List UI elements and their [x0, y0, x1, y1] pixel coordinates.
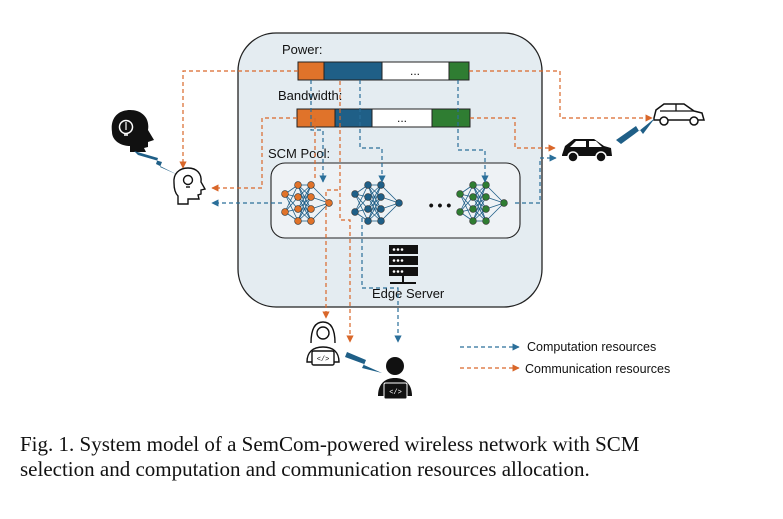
system-model-diagram: ... Power: ... Bandwidth: SCM Pool: • • …	[111, 32, 705, 400]
scm-neuron	[364, 193, 372, 201]
scm-neuron	[294, 217, 302, 225]
caption-line-1: Fig. 1. System model of a SemCom-powered…	[20, 432, 640, 456]
scm-neuron	[395, 199, 403, 207]
scm-connection	[354, 184, 369, 213]
scm-pool-box	[270, 162, 521, 239]
scm-neuron	[469, 205, 477, 213]
scm-connection	[284, 193, 299, 222]
scm-neuron	[281, 190, 289, 198]
scm-neuron	[294, 181, 302, 189]
signal-bolt-icon	[345, 352, 382, 373]
scm-connection	[459, 184, 474, 213]
scm-connection	[485, 184, 505, 204]
scm-neuron	[456, 208, 464, 216]
scm-neuron	[377, 205, 385, 213]
scm-neuron	[469, 217, 477, 225]
scm-connection	[354, 193, 369, 222]
scm-neuron	[281, 208, 289, 216]
signal-bolt-icon	[616, 118, 655, 144]
scm-connection	[284, 184, 299, 213]
scm-connection	[297, 196, 312, 222]
scm-connection	[485, 202, 505, 222]
power-bar-ellipsis: ...	[410, 64, 420, 78]
power-bar	[297, 61, 470, 81]
scm-connection	[297, 184, 312, 210]
developer-outline-icon: </>	[306, 321, 340, 366]
legend: Computation resources Communication reso…	[460, 340, 670, 376]
scm-connection	[459, 193, 474, 222]
scm-model-blue	[351, 181, 403, 225]
scm-neuron	[469, 181, 477, 189]
developer-icon: </>	[378, 357, 412, 400]
car-outline-icon	[653, 103, 705, 126]
scm-neuron	[351, 208, 359, 216]
scm-neuron	[377, 181, 385, 189]
scm-pool-ellipsis: • • •	[429, 197, 452, 213]
scm-connection	[367, 184, 382, 222]
scm-connection	[380, 184, 400, 204]
scm-neuron	[307, 181, 315, 189]
scm-model-orange	[281, 181, 333, 225]
scm-neuron	[482, 217, 490, 225]
scm-pool-label: SCM Pool:	[268, 146, 330, 161]
scm-neuron	[377, 217, 385, 225]
power-label: Power:	[282, 42, 322, 57]
computation-flows	[211, 80, 557, 343]
bandwidth-label: Bandwidth:	[278, 88, 342, 103]
scm-neuron	[307, 193, 315, 201]
scm-neuron	[500, 199, 508, 207]
communication-flows	[179, 70, 653, 343]
scm-neuron	[351, 190, 359, 198]
svg-text:</>: </>	[317, 356, 330, 364]
scm-neuron	[307, 217, 315, 225]
scm-connection	[367, 196, 382, 222]
scm-neuron	[307, 205, 315, 213]
scm-neuron	[456, 190, 464, 198]
scm-neuron	[482, 205, 490, 213]
bandwidth-bar	[296, 108, 471, 128]
scm-connection	[472, 196, 487, 222]
scm-neuron	[364, 205, 372, 213]
scm-connection	[472, 184, 487, 210]
signal-bolt-icon	[134, 151, 178, 175]
scm-neuron	[469, 193, 477, 201]
scm-neuron	[377, 193, 385, 201]
scm-neuron	[294, 205, 302, 213]
user-brain-icon	[173, 167, 207, 205]
scm-connection	[380, 202, 400, 222]
legend-communication-label: Communication resources	[525, 362, 670, 376]
bandwidth-bar-ellipsis: ...	[397, 111, 407, 125]
car-icon	[562, 139, 612, 163]
scm-neuron	[364, 181, 372, 189]
scm-neuron	[482, 193, 490, 201]
server-icon	[389, 245, 418, 284]
scm-connection	[472, 184, 487, 222]
legend-computation-label: Computation resources	[527, 340, 656, 354]
scm-neuron	[364, 217, 372, 225]
edge-server-label: Edge Server	[372, 286, 445, 301]
scm-connection	[367, 184, 382, 210]
figure-caption: Fig. 1. System model of a SemCom-powered…	[20, 432, 780, 482]
scm-neuron	[325, 199, 333, 207]
scm-model-green	[456, 181, 508, 225]
svg-text:</>: </>	[389, 389, 402, 397]
scm-connection	[297, 184, 312, 222]
caption-line-2: selection and computation and communicat…	[20, 457, 590, 481]
scm-neuron	[294, 193, 302, 201]
scm-neuron	[482, 181, 490, 189]
human-brain-icon	[111, 110, 154, 152]
